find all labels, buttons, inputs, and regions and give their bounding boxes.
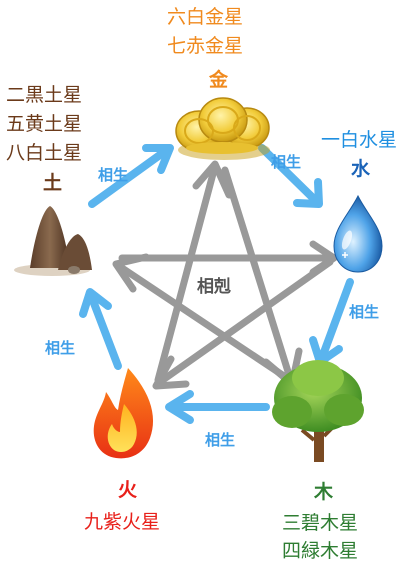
tree-icon [272, 360, 364, 462]
earth-star-3: 八白土星 [6, 142, 83, 164]
water-star-1: 一白水星 [321, 129, 398, 151]
generating-label-fire-earth: 相生 [45, 339, 76, 357]
mountain-icon [14, 206, 92, 276]
metal-star-1: 六白金星 [167, 6, 244, 28]
generating-label-metal-water: 相生 [271, 153, 302, 171]
arrow-earth-to-metal [88, 144, 174, 208]
earth-star-2: 五黄土星 [6, 113, 83, 135]
metal-label: 金 [209, 69, 229, 91]
flame-icon [93, 368, 154, 459]
arrow-fire-to-earth [79, 288, 122, 370]
arrow-metal-to-water [258, 144, 323, 208]
overcoming-label: 相剋 [197, 277, 231, 297]
fire-label: 火 [118, 479, 138, 501]
fire-star-1: 九紫火星 [84, 511, 161, 533]
generating-label-wood-fire: 相生 [205, 431, 236, 449]
generating-label-water-wood: 相生 [349, 303, 380, 321]
arrow-earth-to-water [118, 240, 338, 276]
wood-label: 木 [314, 481, 334, 503]
water-drop-icon [333, 194, 383, 273]
arrow-wood-to-fire [165, 390, 270, 424]
arrow-water-to-wood [309, 278, 354, 366]
overcoming-arrows [112, 160, 338, 390]
water-label: 水 [351, 158, 371, 180]
coins-icon [175, 97, 270, 160]
arrow-water-to-fire [152, 258, 334, 390]
wood-star-1: 三碧木星 [282, 512, 359, 534]
wood-star-2: 四緑木星 [282, 540, 359, 562]
arrow-wood-to-earth [112, 253, 294, 384]
earth-star-1: 二黒土星 [6, 84, 83, 106]
arrow-metal-to-wood [221, 166, 303, 388]
metal-star-2: 七赤金星 [167, 35, 244, 57]
generating-label-earth-metal: 相生 [98, 166, 129, 184]
earth-label: 土 [43, 172, 63, 194]
arrow-fire-to-metal [154, 160, 233, 384]
